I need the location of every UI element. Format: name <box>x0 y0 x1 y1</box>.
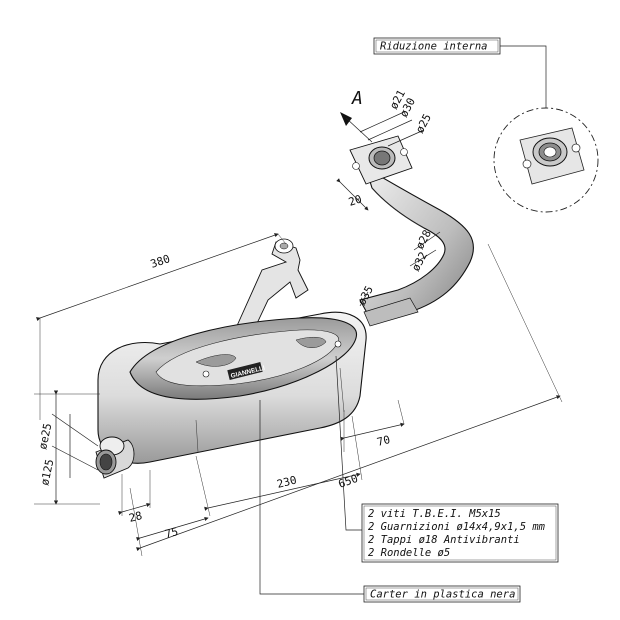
dim-d25-outlet: øe25 <box>36 422 54 451</box>
dim-650: 650 <box>337 472 360 491</box>
dim-d25: ø25 <box>413 112 434 136</box>
dim-230: 230 <box>276 473 298 490</box>
callout-carter: Carter in plastica nera <box>259 400 521 603</box>
dim-380: 380 <box>149 252 172 271</box>
dim-28: 28 <box>128 509 144 525</box>
callout-riduzione: Riduzione interna <box>373 37 547 124</box>
callout-riduzione-text: Riduzione interna <box>380 41 487 53</box>
outlet-tube <box>95 436 135 479</box>
parts-list-item: 2 Guarnizioni ø14x4,9x1,5 mm <box>368 521 546 533</box>
dimension-texts: 380 ø21 ø30 ø25 20 ø28 ø32 ø35 øe25 ø125… <box>36 88 434 541</box>
diameter-leaders <box>51 111 441 471</box>
parts-list-box: 2 viti T.B.E.I. M5x15 2 Guarnizioni ø14x… <box>335 355 559 563</box>
view-a-marker: A <box>340 88 373 143</box>
parts-list-item: 2 viti T.B.E.I. M5x15 <box>368 508 501 520</box>
dim-75: 75 <box>164 525 180 541</box>
dim-d32: ø32 <box>409 250 430 274</box>
view-letter: A <box>351 88 363 109</box>
header-pipe <box>349 135 475 327</box>
dim-70: 70 <box>376 433 392 449</box>
dimension-lines <box>34 178 563 557</box>
parts-list-item: 2 Tappi ø18 Antivibranti <box>368 534 520 546</box>
parts-list-item: 2 Rondelle ø5 <box>368 547 450 559</box>
dim-d125: ø125 <box>38 458 56 487</box>
dim-20: 20 <box>347 192 364 208</box>
detail-circle <box>493 107 599 213</box>
plastic-cover: GIANNELLI <box>129 317 357 400</box>
callout-carter-text: Carter in plastica nera <box>370 589 515 601</box>
